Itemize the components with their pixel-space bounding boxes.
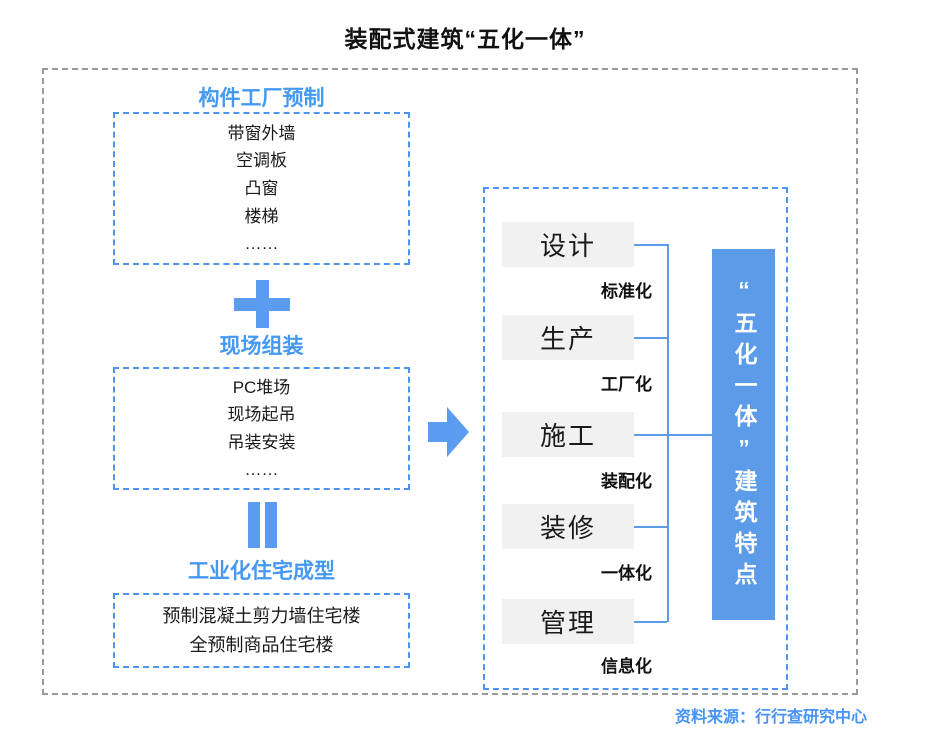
connector-to-result — [667, 434, 712, 436]
five-modernizations-panel: 设计 标准化 生产 工厂化 施工 装配化 装修 一体化 管理 信息化 “五化一体… — [483, 187, 788, 690]
stage-name: 装修 — [539, 513, 596, 543]
arrow-head — [447, 407, 469, 457]
stage-name: 设计 — [539, 231, 596, 261]
stage-name: 生产 — [539, 324, 596, 354]
stage-label-standardization: 标准化 — [601, 282, 652, 301]
stage-box-management: 管理 — [502, 599, 634, 644]
bus-line — [667, 244, 669, 622]
step-item: 全预制商品住宅楼 — [189, 635, 334, 656]
connector-production — [634, 337, 667, 339]
result-text: “五化一体”建筑特点 — [731, 276, 757, 593]
stage-box-decoration: 装修 — [502, 504, 634, 549]
stage-name: 管理 — [539, 608, 596, 638]
connector-management — [634, 621, 667, 623]
step-item: 吊装安装 — [227, 432, 296, 452]
stage-label-factory: 工厂化 — [601, 375, 652, 394]
stage-name: 施工 — [539, 421, 596, 451]
stage-box-design: 设计 — [502, 222, 634, 267]
step-heading-factory-prefab: 构件工厂预制 — [198, 87, 325, 110]
outer-dashed-frame — [42, 68, 858, 695]
source-credit: 资料来源：行行查研究中心 — [674, 709, 867, 726]
step-item: …… — [244, 234, 279, 254]
right-arrow-icon — [428, 407, 469, 457]
step-item: 预制混凝土剪力墙住宅楼 — [162, 605, 361, 626]
page-title: 装配式建筑“五化一体” — [344, 26, 586, 52]
step-item: 现场起吊 — [227, 405, 296, 425]
stage-box-production: 生产 — [502, 315, 634, 360]
stage-box-construction: 施工 — [502, 412, 634, 457]
stage-label-assembly: 装配化 — [601, 472, 652, 491]
step-item: 凸窗 — [244, 178, 279, 198]
connector-design — [634, 244, 667, 246]
connector-construction — [634, 434, 667, 436]
step-item: 空调板 — [236, 151, 287, 171]
step-heading-site-assembly: 现场组装 — [219, 335, 304, 358]
step-heading-industrialized-housing: 工业化住宅成型 — [188, 560, 335, 583]
step-item: …… — [244, 459, 279, 479]
equals-icon — [248, 502, 277, 548]
stage-label-information: 信息化 — [601, 657, 652, 676]
arrow-stem — [428, 422, 447, 442]
step-box-industrialized-housing: 预制混凝土剪力墙住宅楼 全预制商品住宅楼 — [113, 593, 410, 668]
step-item: PC堆场 — [232, 378, 291, 398]
result-box: “五化一体”建筑特点 — [712, 249, 775, 620]
step-box-site-assembly: PC堆场 现场起吊 吊装安装 …… — [113, 367, 410, 490]
step-item: 带窗外墙 — [227, 123, 296, 143]
step-box-factory-prefab: 带窗外墙 空调板 凸窗 楼梯 …… — [113, 112, 410, 265]
plus-icon — [234, 280, 290, 328]
connector-decoration — [634, 526, 667, 528]
stage-label-integration: 一体化 — [601, 564, 652, 583]
step-item: 楼梯 — [244, 206, 279, 226]
